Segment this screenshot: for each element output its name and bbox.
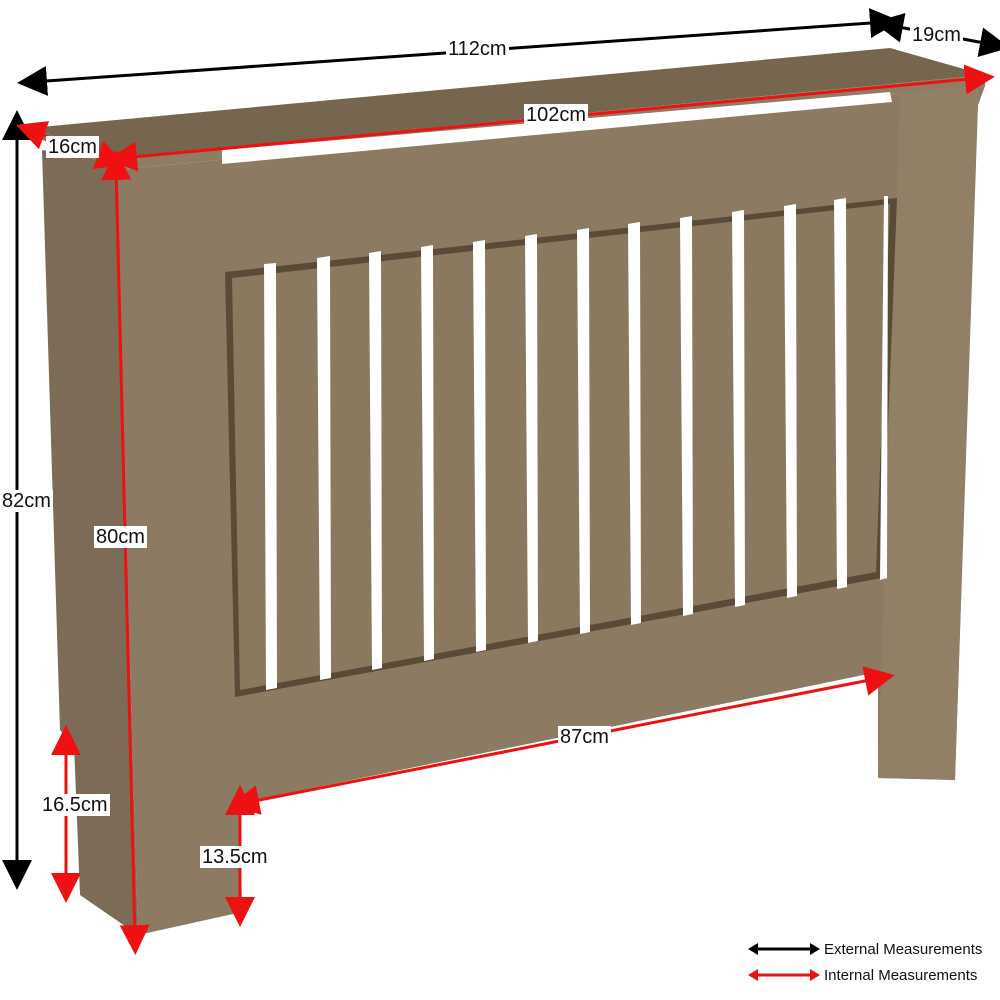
black-double-arrow-icon [748,943,820,955]
label-internal-depth: 16cm [46,136,99,158]
label-leg-side-height: 16.5cm [40,794,110,816]
legend-external: External Measurements [748,936,982,962]
label-external-height: 82cm [0,490,53,512]
label-leg-gap-width: 87cm [558,726,611,748]
label-internal-width: 102cm [524,104,589,126]
red-double-arrow-icon [748,969,820,981]
legend: External Measurements Internal Measureme… [748,936,982,988]
legend-internal: Internal Measurements [748,962,982,988]
label-internal-height: 80cm [94,526,147,548]
slat-gaps [264,196,888,690]
right-side-column [878,86,978,780]
label-external-width: 112cm [446,38,509,60]
label-leg-front-height: 13.5cm [200,846,270,868]
label-external-depth: 19cm [910,24,963,46]
